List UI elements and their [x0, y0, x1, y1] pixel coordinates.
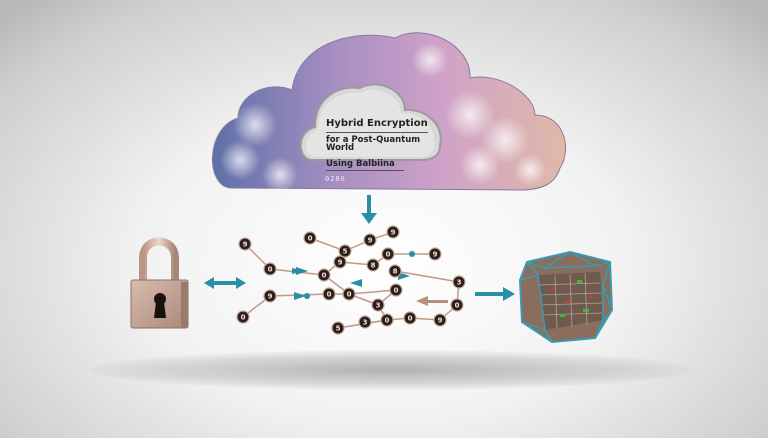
graph-node-label: 0 — [268, 266, 273, 274]
graph-node-label: 0 — [347, 291, 352, 299]
quantum-cube-icon — [518, 250, 614, 344]
graph-node-label: 0 — [327, 291, 332, 299]
graph-node: 9 — [333, 255, 347, 269]
cloud-title-block: Hybrid Encryption for a Post-Quantum Wor… — [326, 113, 446, 172]
graph-node: 0 — [381, 247, 395, 261]
graph-node-label: 9 — [368, 237, 373, 245]
graph-node-label: 8 — [371, 262, 376, 270]
graph-node: 0 — [317, 268, 331, 282]
floor-shadow — [90, 350, 690, 390]
graph-node-label: 9 — [438, 317, 443, 325]
graph-node: 0 — [342, 287, 356, 301]
graph-node-label: 0 — [455, 302, 460, 310]
graph-edge — [348, 289, 397, 295]
bidirectional-arrow — [204, 277, 246, 289]
graph-node-label: 9 — [338, 259, 343, 267]
graph-node: 0 — [236, 310, 250, 324]
cloud-subtitle-line1: for a Post-Quantum World — [326, 134, 421, 154]
return-arrow — [416, 296, 448, 306]
graph-node: 8 — [388, 264, 402, 278]
graph-node-label: 0 — [308, 235, 313, 243]
graph-node-label: 0 — [385, 317, 390, 325]
graph-node: 3 — [452, 275, 466, 289]
graph-node-label: 9 — [268, 293, 273, 301]
graph-node-label: 0 — [394, 287, 399, 295]
graph-node: 0 — [303, 231, 317, 245]
graph-edge — [394, 270, 460, 283]
graph-node: 0 — [322, 287, 336, 301]
graph-node: 3 — [371, 298, 385, 312]
graph-node: 9 — [428, 247, 442, 261]
graph-node: 8 — [366, 258, 380, 272]
cloud-code: 0286 — [325, 175, 346, 183]
graph-node-label: 0 — [322, 272, 327, 280]
cloud-subtitle-line2: Using Balbiina — [326, 160, 404, 172]
graph-node-label: 0 — [408, 315, 413, 323]
graph-node: 9 — [263, 289, 277, 303]
graph-node: 0 — [389, 283, 403, 297]
graph-node-label: 0 — [386, 251, 391, 259]
graph-edges — [242, 231, 460, 329]
graph-node: 5 — [331, 321, 345, 335]
graph-node: 0 — [263, 262, 277, 276]
lock-icon — [130, 237, 189, 329]
graph-node-label: 9 — [433, 251, 438, 259]
graph-node-label: 9 — [391, 229, 396, 237]
graph-node-label: 0 — [241, 314, 246, 322]
graph-node-label: 3 — [457, 279, 462, 287]
graph-node: 9 — [238, 237, 252, 251]
down-arrow — [361, 195, 377, 224]
graph-node-label: 3 — [363, 319, 368, 327]
graph-node-label: 3 — [376, 302, 381, 310]
graph-node: 0 — [380, 313, 394, 327]
graph-node: 9 — [363, 233, 377, 247]
graph-node: 0 — [403, 311, 417, 325]
right-arrow-to-cube — [475, 287, 515, 301]
graph-node-label: 9 — [243, 241, 248, 249]
graph-node-label: 5 — [343, 248, 348, 256]
graph-node-label: 8 — [393, 268, 398, 276]
graph-node: 3 — [358, 315, 372, 329]
graph-node: 9 — [433, 313, 447, 327]
cloud-icon — [212, 32, 567, 193]
graph-node: 9 — [386, 225, 400, 239]
graph-node: 0 — [450, 298, 464, 312]
graph-node-label: 5 — [336, 325, 341, 333]
cloud-title: Hybrid Encryption — [326, 118, 428, 133]
graph-node: 5 — [338, 244, 352, 258]
